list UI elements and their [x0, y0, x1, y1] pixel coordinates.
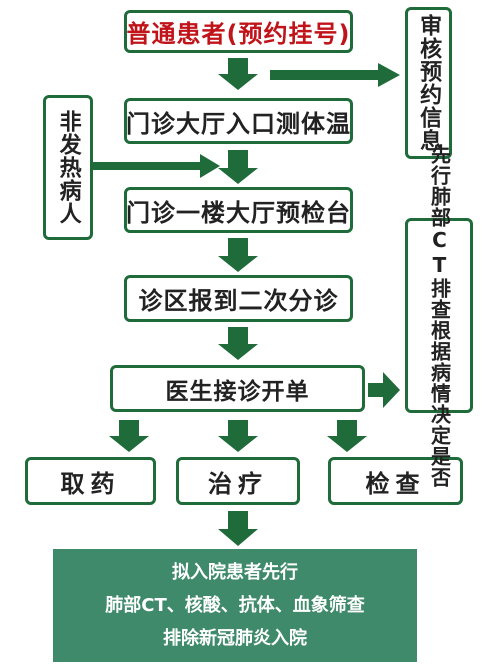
node-treatment: 治疗	[176, 457, 300, 505]
admission-line-1: 拟入院患者先行	[172, 562, 298, 583]
note-non-fever: 非发热病人	[43, 95, 93, 240]
arrow-down-2	[218, 150, 258, 184]
note-ct-col2: 根据病情决定是否	[427, 319, 452, 488]
note-ct: 先行肺部CT排查 根据病情决定是否	[405, 144, 473, 488]
node-second-triage: 诊区报到二次分诊	[124, 275, 353, 322]
arrow-down-mid	[218, 420, 258, 452]
node-examination: 检查	[328, 457, 463, 505]
arrow-down-final	[218, 511, 258, 546]
arrow-down-1	[218, 58, 258, 90]
arrow-down-left	[109, 420, 149, 452]
arrow-right-review	[270, 63, 400, 87]
arrow-down-4	[218, 327, 258, 360]
admission-line-3: 排除新冠肺炎入院	[163, 628, 307, 649]
node-check-temp: 门诊大厅入口测体温	[124, 98, 353, 144]
node-get-medicine: 取药	[25, 457, 156, 505]
admission-panel: 拟入院患者先行 肺部CT、核酸、抗体、血象筛查 排除新冠肺炎入院	[53, 549, 417, 662]
note-review-text: 审核预约信息	[416, 14, 442, 152]
arrow-down-3	[218, 238, 258, 272]
arrow-down-right	[327, 420, 367, 452]
note-non-fever-text: 非发热病人	[55, 110, 81, 225]
node-start: 普通患者(预约挂号)	[124, 10, 353, 53]
node-triage-desk: 门诊一楼大厅预检台	[124, 187, 353, 233]
node-doctor: 医生接诊开单	[110, 365, 365, 412]
arrow-right-ct	[368, 372, 400, 408]
note-review: 审核预约信息	[405, 7, 452, 159]
note-ct-col1: 先行肺部CT排查	[427, 143, 452, 320]
arrow-right-nonfever	[92, 154, 220, 178]
admission-line-2: 肺部CT、核酸、抗体、血象筛查	[105, 595, 365, 616]
